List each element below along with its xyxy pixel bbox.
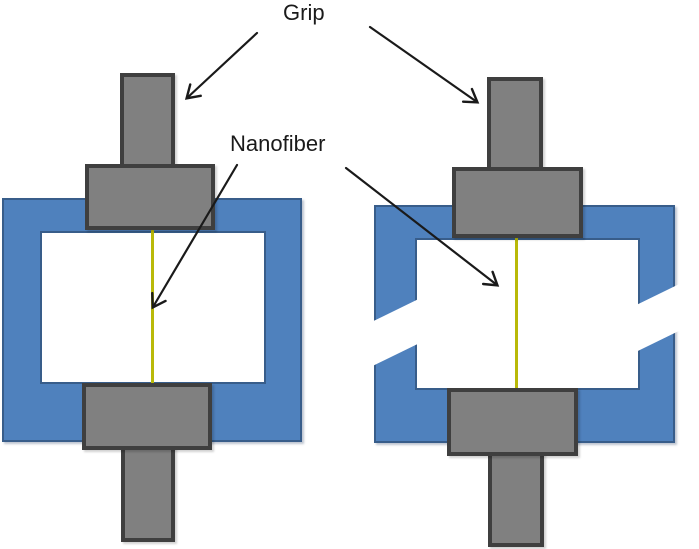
top-grip-block [452,167,583,238]
nanofiber-line [515,237,518,388]
bottom-grip-stem [488,450,544,547]
grip-label: Grip [283,0,325,25]
top-grip-block [85,164,215,230]
nanofiber-arrow-to-left-fixture [151,163,239,310]
bottom-grip-block [82,383,212,450]
grip-arrow-to-left-fixture [184,31,259,100]
specimen-window [415,238,640,390]
nanofiber-label: Nanofiber [230,131,326,156]
grip-arrow-to-right-fixture [368,25,480,104]
nanofiber-arrow-to-right-fixture [344,166,500,287]
bottom-grip-stem [121,444,175,542]
bottom-grip-block [447,388,578,456]
